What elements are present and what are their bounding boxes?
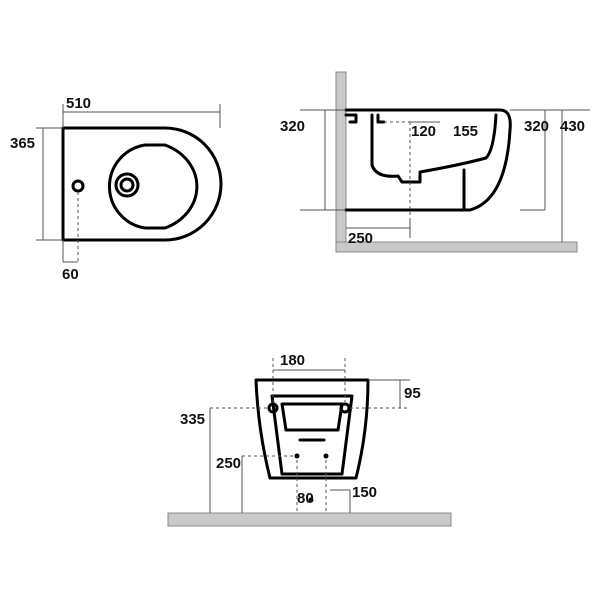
side-view-bowl xyxy=(370,113,498,184)
drain-inner xyxy=(119,177,135,193)
dim-front-bolt-drop: 95 xyxy=(404,385,421,402)
drain-outer xyxy=(114,172,140,198)
dim-side-inner-depth: 120 xyxy=(411,123,436,140)
top-view-outline xyxy=(61,126,223,242)
front-bolt-right xyxy=(339,402,351,414)
dim-hole-offset: 60 xyxy=(62,266,79,283)
side-view-outline xyxy=(344,108,512,212)
dim-front-waste-width: 150 xyxy=(352,484,377,501)
front-view-basin xyxy=(280,402,344,432)
side-view-spout xyxy=(376,113,386,124)
top-view-bowl xyxy=(108,143,199,230)
front-view-inner xyxy=(270,394,354,476)
front-floor xyxy=(167,512,452,527)
front-point-waste xyxy=(308,497,314,503)
dim-top-width: 510 xyxy=(66,95,91,112)
dim-side-inner-height: 155 xyxy=(453,123,478,140)
dim-front-bolt-spacing: 180 xyxy=(280,352,305,369)
dim-side-outlet: 250 xyxy=(348,230,373,247)
tap-hole xyxy=(71,179,85,193)
side-floor xyxy=(335,241,578,253)
side-wall xyxy=(335,71,347,251)
side-view: 320 120 155 250 320 430 xyxy=(280,71,590,253)
front-view: 180 95 335 250 150 80 xyxy=(167,352,452,527)
dim-side-total: 430 xyxy=(560,118,585,135)
dim-top-depth: 365 xyxy=(10,135,35,152)
dim-front-bolt-height: 335 xyxy=(180,411,205,428)
top-view: 510 365 60 xyxy=(10,95,223,283)
side-view-fitting xyxy=(344,113,358,124)
dim-front-waste-height: 250 xyxy=(216,455,241,472)
front-view-outline xyxy=(254,378,370,480)
front-bolt-left xyxy=(267,402,279,414)
dim-front-waste-diameter: 80 xyxy=(297,490,314,507)
front-point-right xyxy=(323,453,329,459)
front-point-left xyxy=(294,453,300,459)
dim-side-rim-left: 320 xyxy=(280,118,305,135)
dim-side-rim-right: 320 xyxy=(524,118,549,135)
